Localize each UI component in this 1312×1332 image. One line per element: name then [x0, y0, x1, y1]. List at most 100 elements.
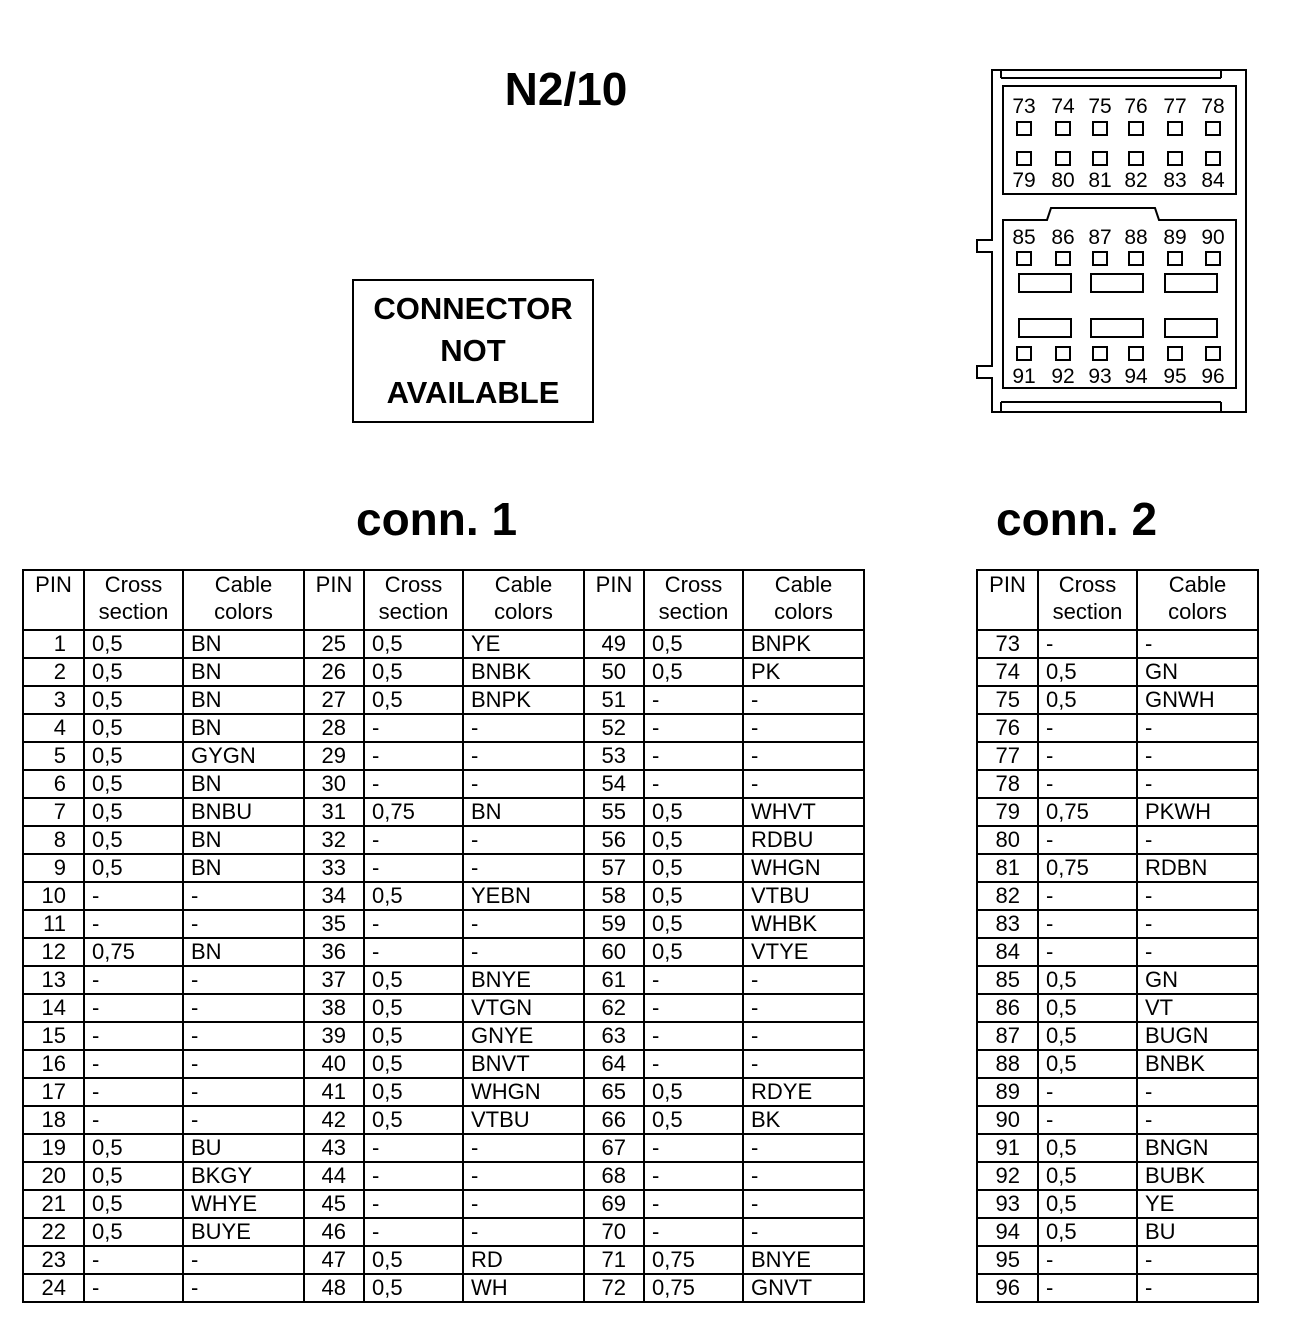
- cross-section-cell: 0,5: [643, 657, 744, 687]
- cross-section-cell: 0,5: [363, 657, 464, 687]
- pin-cell: 47: [303, 1245, 365, 1275]
- cross-section-cell: -: [363, 937, 464, 967]
- pin-cell: 67: [583, 1133, 645, 1163]
- cable-color-cell: BN: [182, 657, 305, 687]
- pin-cell: 14: [22, 993, 85, 1023]
- cross-section-cell: 0,5: [83, 713, 184, 743]
- page-title: N2/10: [504, 63, 628, 115]
- cross-section-cell: -: [1037, 629, 1138, 659]
- cross-section-cell: 0,5: [1037, 657, 1138, 687]
- cable-color-cell: GN: [1136, 657, 1259, 687]
- pin-square: [1016, 346, 1032, 361]
- cross-section-cell: 0,5: [1037, 965, 1138, 995]
- cable-color-cell: PK: [742, 657, 865, 687]
- pin-cell: 80: [976, 825, 1039, 855]
- cable-color-cell: -: [462, 853, 585, 883]
- pin-cell: 53: [583, 741, 645, 771]
- cable-color-cell: BN: [182, 937, 305, 967]
- cross-section-cell: 0,5: [643, 825, 744, 855]
- cross-section-cell: -: [83, 1049, 184, 1079]
- cable-color-cell: -: [1136, 713, 1259, 743]
- cable-color-cell: RDBN: [1136, 853, 1259, 883]
- cross-section-cell: 0,5: [1037, 1133, 1138, 1163]
- cable-color-cell: YE: [462, 629, 585, 659]
- cable-color-cell: BU: [1136, 1217, 1259, 1247]
- cable-color-cell: -: [1136, 769, 1259, 799]
- pin-square: [1167, 251, 1183, 266]
- terminal-slot: [1090, 273, 1144, 293]
- table-row: 77--: [976, 741, 1259, 771]
- cross-section-cell: -: [1037, 1245, 1138, 1275]
- cross-section-cell: 0,75: [1037, 853, 1138, 883]
- cable-color-cell: -: [742, 1049, 865, 1079]
- cross-section-cell: -: [1037, 937, 1138, 967]
- cable-color-cell: BNPK: [462, 685, 585, 715]
- pin-cell: 28: [303, 713, 365, 743]
- pin-cell: 41: [303, 1077, 365, 1107]
- cross-section-cell: 0,5: [363, 1245, 464, 1275]
- pin-cell: 12: [22, 937, 85, 967]
- cable-color-cell: -: [182, 1105, 305, 1135]
- pin-cell: 1: [22, 629, 85, 659]
- cable-color-cell: -: [1136, 1245, 1259, 1275]
- pin-header: PIN: [22, 569, 85, 631]
- pin-square: [1016, 251, 1032, 266]
- na-line-3: AVAILABLE: [386, 375, 560, 410]
- cross-section-cell: 0,5: [83, 769, 184, 799]
- pin-cell: 6: [22, 769, 85, 799]
- pin-square: [1092, 346, 1108, 361]
- pin-cell: 66: [583, 1105, 645, 1135]
- pin-cell: 51: [583, 685, 645, 715]
- cross-section-cell: 0,5: [643, 1077, 744, 1107]
- pin-square: [1128, 346, 1144, 361]
- pin-cell: 95: [976, 1245, 1039, 1275]
- connector-not-available-box: CONNECTOR NOT AVAILABLE: [352, 279, 594, 423]
- pin-cell: 79: [976, 797, 1039, 827]
- cable-color-cell: -: [742, 1161, 865, 1191]
- pin-cell: 52: [583, 713, 645, 743]
- table-row: 76--: [976, 713, 1259, 743]
- pin-cell: 3: [22, 685, 85, 715]
- cross-section-cell: -: [83, 881, 184, 911]
- cable-color-cell: VTBU: [462, 1105, 585, 1135]
- pin-number-label: 92: [1051, 365, 1074, 388]
- pin-number-label: 89: [1163, 226, 1186, 249]
- cross-section-cell: 0,5: [83, 1133, 184, 1163]
- pin-number-label: 84: [1201, 169, 1225, 192]
- cable-color-cell: -: [462, 713, 585, 743]
- pin-cell: 11: [22, 909, 85, 939]
- table-row: 90--: [976, 1105, 1259, 1135]
- pin-cell: 49: [583, 629, 645, 659]
- pin-cell: 86: [976, 993, 1039, 1023]
- cross-section-cell: 0,5: [363, 1021, 464, 1051]
- cable-color-cell: BN: [182, 629, 305, 659]
- pin-number-label: 91: [1012, 365, 1035, 388]
- pin-cell: 60: [583, 937, 645, 967]
- pin-number-label: 75: [1088, 95, 1111, 118]
- pin-square: [1016, 151, 1032, 166]
- pin-square: [1092, 121, 1108, 136]
- pin-square: [1205, 251, 1221, 266]
- cross-section-cell: 0,5: [83, 853, 184, 883]
- cable-color-cell: BN: [182, 825, 305, 855]
- cable-color-cell: -: [182, 881, 305, 911]
- pin-cell: 40: [303, 1049, 365, 1079]
- pin-number-label: 88: [1124, 226, 1147, 249]
- cross-section-cell: 0,5: [643, 629, 744, 659]
- cable-color-cell: -: [742, 1217, 865, 1247]
- pin-number-label: 80: [1051, 169, 1074, 192]
- pin-cell: 78: [976, 769, 1039, 799]
- pin-cell: 73: [976, 629, 1039, 659]
- cross-section-cell: -: [643, 685, 744, 715]
- cable-color-cell: -: [742, 1133, 865, 1163]
